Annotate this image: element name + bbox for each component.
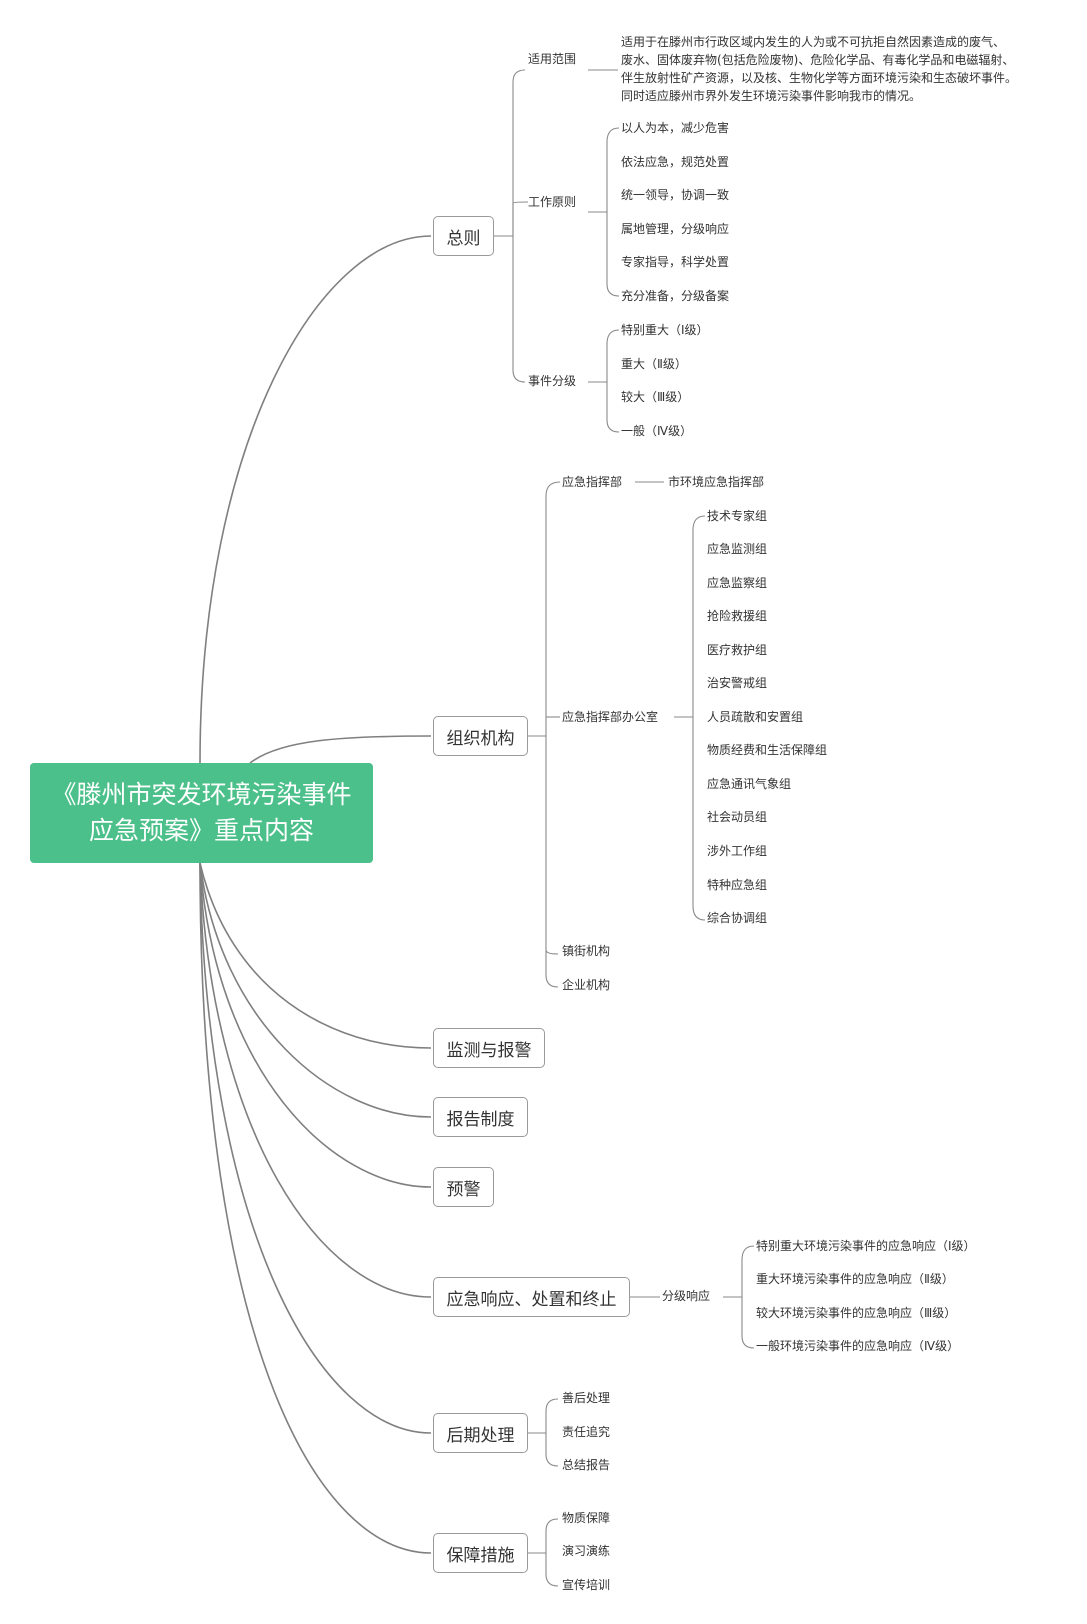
response-level-item[interactable]: 特别重大环境污染事件的应急响应（Ⅰ级） — [756, 1239, 976, 1253]
edge-zongze-grading — [512, 236, 526, 383]
edge-root-guarantee — [199, 862, 432, 1554]
group-item[interactable]: 应急监察组 — [707, 576, 768, 590]
guarantee-item[interactable]: 演习演练 — [562, 1544, 611, 1558]
group-item[interactable]: 综合协调组 — [707, 911, 768, 925]
node-org[interactable]: 组织机构 — [433, 716, 528, 756]
scope-description: 适用于在滕州市行政区域内发生的人为或不可抗拒自然因素造成的废气、 废水、固体废弃… — [621, 33, 1061, 105]
group-item[interactable]: 应急监测组 — [707, 542, 768, 556]
edge-root-after — [199, 862, 432, 1434]
group-item[interactable]: 特种应急组 — [707, 878, 768, 892]
node-monitor[interactable]: 监测与报警 — [433, 1028, 545, 1068]
bracket-org — [545, 481, 561, 988]
root-topic[interactable]: 《滕州市突发环境污染事件 应急预案》重点内容 — [30, 763, 373, 863]
bracket-levels — [741, 1245, 755, 1349]
principle-item[interactable]: 以人为本，减少危害 — [621, 121, 730, 135]
edge-root-zongze — [199, 235, 432, 764]
bracket-guarantee — [545, 1518, 559, 1587]
after-item[interactable]: 善后处理 — [562, 1391, 611, 1405]
edge-zongze-scope — [512, 69, 526, 236]
grade-item[interactable]: 重大（Ⅱ级） — [621, 357, 687, 371]
node-grading[interactable]: 事件分级 — [528, 374, 577, 388]
node-guarantee[interactable]: 保障措施 — [433, 1533, 528, 1573]
group-item[interactable]: 抢险救援组 — [707, 609, 768, 623]
edge-root-report — [199, 862, 432, 1118]
edge-root-org — [249, 735, 432, 764]
after-item[interactable]: 责任追究 — [562, 1425, 611, 1439]
node-hq[interactable]: 应急指挥部 — [562, 475, 623, 489]
scope-line: 同时适应滕州市界外发生环境污染事件影响我市的情况。 — [621, 89, 922, 103]
node-principles[interactable]: 工作原则 — [528, 195, 577, 209]
node-scope[interactable]: 适用范围 — [528, 52, 577, 66]
guarantee-item[interactable]: 物质保障 — [562, 1511, 611, 1525]
root-title-line-1: 《滕州市突发环境污染事件 — [51, 780, 352, 809]
grade-item[interactable]: 较大（Ⅲ级） — [621, 390, 690, 404]
edge-org-town — [545, 949, 559, 955]
scope-line: 适用于在滕州市行政区域内发生的人为或不可抗拒自然因素造成的废气、 — [621, 35, 1006, 49]
scope-line: 废水、固体废弃物(包括危险废物)、危险化学品、有毒化学品和电磁辐射、 — [621, 53, 1015, 67]
principle-item[interactable]: 属地管理，分级响应 — [621, 222, 730, 236]
group-item[interactable]: 应急通讯气象组 — [707, 777, 792, 791]
response-level-item[interactable]: 重大环境污染事件的应急响应（Ⅱ级） — [756, 1272, 954, 1286]
group-item[interactable]: 涉外工作组 — [707, 844, 768, 858]
edge-root-response — [199, 862, 432, 1298]
after-item[interactable]: 总结报告 — [562, 1458, 611, 1472]
node-response[interactable]: 应急响应、处置和终止 — [433, 1277, 630, 1317]
principle-item[interactable]: 依法应急，规范处置 — [621, 155, 730, 169]
node-town[interactable]: 镇街机构 — [562, 944, 611, 958]
edge-root-warning — [199, 862, 432, 1188]
principle-item[interactable]: 统一领导，协调一致 — [621, 188, 730, 202]
node-warning[interactable]: 预警 — [433, 1167, 494, 1207]
node-office[interactable]: 应急指挥部办公室 — [562, 710, 659, 724]
bracket-principles — [606, 127, 620, 297]
edge-zongze-principles — [512, 201, 529, 236]
response-level-item[interactable]: 一般环境污染事件的应急响应（Ⅳ级） — [756, 1339, 960, 1353]
scope-line: 伴生放射性矿产资源，以及核、生物化学等方面环境污染和生态破坏事件。 — [621, 71, 1018, 85]
principle-item[interactable]: 充分准备，分级备案 — [621, 289, 730, 303]
grade-item[interactable]: 一般（Ⅳ级） — [621, 424, 693, 438]
bracket-after — [545, 1398, 559, 1467]
node-zongze[interactable]: 总则 — [433, 216, 494, 256]
response-level-item[interactable]: 较大环境污染事件的应急响应（Ⅲ级） — [756, 1306, 957, 1320]
bracket-grading — [606, 329, 620, 433]
node-graded-response[interactable]: 分级响应 — [662, 1289, 711, 1303]
node-enterprise[interactable]: 企业机构 — [562, 978, 611, 992]
group-item[interactable]: 社会动员组 — [707, 810, 768, 824]
bracket-groups — [692, 515, 706, 921]
group-item[interactable]: 物质经费和生活保障组 — [707, 743, 828, 757]
edge-root-monitor — [199, 862, 432, 1049]
root-title-line-2: 应急预案》重点内容 — [88, 816, 314, 845]
group-item[interactable]: 人员疏散和安置组 — [707, 710, 804, 724]
grade-item[interactable]: 特别重大（Ⅰ级） — [621, 323, 709, 337]
node-after[interactable]: 后期处理 — [433, 1413, 528, 1453]
guarantee-item[interactable]: 宣传培训 — [562, 1578, 611, 1592]
group-item[interactable]: 技术专家组 — [707, 509, 768, 523]
group-item[interactable]: 治安警戒组 — [707, 676, 768, 690]
node-report[interactable]: 报告制度 — [433, 1097, 528, 1137]
node-hq-child[interactable]: 市环境应急指挥部 — [668, 475, 765, 489]
principle-item[interactable]: 专家指导，科学处置 — [621, 255, 730, 269]
group-item[interactable]: 医疗救护组 — [707, 643, 768, 657]
